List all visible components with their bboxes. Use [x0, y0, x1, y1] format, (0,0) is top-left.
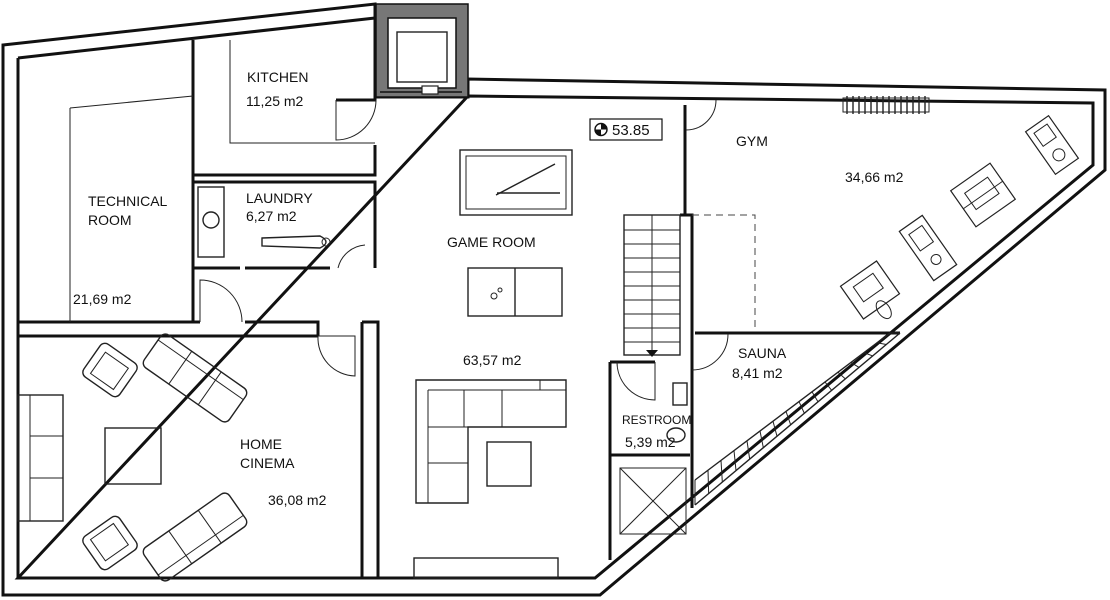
room-name-game: GAME ROOM	[447, 234, 536, 250]
room-name-cinema-line2: CINEMA	[240, 455, 295, 471]
level-marker-value: 53.85	[612, 122, 650, 139]
pool-table	[459, 149, 573, 216]
sauna-slat	[746, 440, 751, 460]
technical-inner-line	[69, 95, 194, 322]
sauna-slat	[824, 381, 833, 391]
sauna-slat	[772, 421, 778, 437]
room-area-laundry: 6,27 m2	[246, 208, 297, 224]
room-name-technical-line1: TECHNICAL	[88, 193, 168, 209]
restroom-fixtures	[619, 382, 688, 535]
sauna-slat	[863, 352, 873, 357]
staircase	[623, 214, 756, 357]
gym-equipment	[839, 96, 1080, 320]
room-area-kitchen: 11,25 m2	[246, 93, 304, 109]
sauna-slat	[733, 450, 737, 471]
door-swings	[199, 99, 729, 401]
room-area-technical: 21,69 m2	[73, 291, 132, 307]
sauna-slat	[837, 371, 846, 380]
elevator-shaft	[375, 3, 469, 98]
sauna-slat	[759, 430, 764, 448]
room-name-laundry: LAUNDRY	[246, 190, 313, 206]
level-marker: 53.85	[589, 118, 663, 141]
sectional-sofa	[413, 379, 567, 579]
laundry-fixtures	[197, 186, 331, 258]
sauna-slat	[720, 460, 723, 483]
room-name-gym: GYM	[736, 133, 768, 149]
room-area-restroom: 5,39 m2	[625, 434, 676, 450]
cinema-furniture	[17, 333, 248, 582]
room-area-cinema: 36,08 m2	[268, 492, 327, 508]
room-name-technical-line2: ROOM	[88, 212, 132, 228]
interior-walls	[18, 40, 900, 578]
room-labels: KITCHEN 11,25 m2 TECHNICAL ROOM 21,69 m2…	[73, 69, 904, 508]
ping-pong-table	[467, 267, 563, 317]
room-name-sauna: SAUNA	[738, 345, 787, 361]
sauna-slat	[798, 401, 805, 414]
room-name-cinema-line1: HOME	[240, 436, 282, 452]
room-name-kitchen: KITCHEN	[247, 69, 308, 85]
room-area-sauna: 8,41 m2	[732, 365, 783, 381]
sauna-slat	[876, 342, 887, 345]
sauna-slat	[707, 470, 710, 494]
kitchen-counter	[229, 40, 375, 144]
room-name-restroom: RESTROOM	[622, 413, 691, 427]
room-area-gym: 34,66 m2	[845, 169, 904, 185]
sauna-benches	[694, 332, 901, 506]
sauna-slat	[850, 361, 860, 368]
room-area-game: 63,57 m2	[463, 352, 522, 368]
sauna-slat	[785, 411, 792, 425]
sauna-slat	[811, 391, 819, 403]
